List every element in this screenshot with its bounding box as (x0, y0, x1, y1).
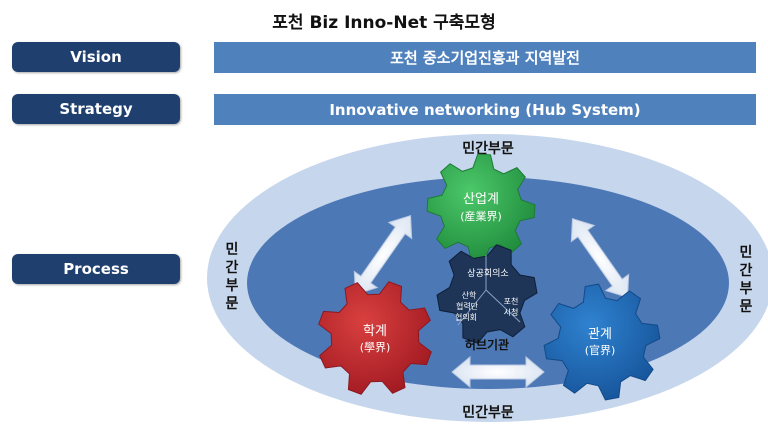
government-label: 관계 (588, 327, 612, 342)
government-gear (543, 283, 661, 401)
strategy-bar: Innovative networking (Hub System) (214, 94, 756, 125)
hub-gear (436, 244, 538, 344)
svg-text:문: 문 (740, 299, 753, 315)
industry-sublabel: (産業界) (460, 210, 502, 223)
svg-text:간: 간 (740, 262, 753, 279)
outer-label-bottom: 민간부문 (462, 404, 514, 421)
industry-label: 산업계 (463, 192, 499, 207)
outer-label-right: 민 간 부 문 (740, 244, 753, 315)
hub-right-label: 포천 시청 (504, 296, 519, 317)
svg-text:부: 부 (226, 278, 239, 294)
arrow-academia-government (451, 355, 545, 389)
svg-text:시청: 시청 (504, 308, 519, 317)
svg-text:간: 간 (226, 259, 239, 276)
page-title: 포천 Biz Inno-Net 구축모형 (272, 13, 496, 33)
industry-gear (426, 153, 536, 263)
hub-label: 허브기관 (465, 337, 509, 352)
svg-text:포천: 포천 (504, 296, 519, 306)
vision-bar: 포천 중소기업진흥과 지역발전 (214, 42, 756, 73)
svg-text:문: 문 (226, 296, 239, 312)
svg-text:협의회: 협의회 (455, 312, 477, 322)
arrow-industry-academia (353, 215, 413, 295)
hub-top-label: 상공회의소 (467, 268, 508, 279)
svg-text:부: 부 (740, 281, 753, 297)
vision-label: Vision (12, 42, 180, 72)
hub-left-label: 산학 협력단 협의회 (455, 290, 479, 322)
outer-label-left: 민 간 부 문 (226, 241, 239, 312)
svg-text:협력단: 협력단 (456, 301, 479, 311)
svg-text:산학: 산학 (462, 290, 477, 300)
academia-sublabel: (學界) (360, 341, 391, 354)
strategy-label: Strategy (12, 94, 180, 124)
svg-text:민: 민 (226, 241, 239, 258)
academia-label: 학계 (363, 324, 387, 339)
outer-label-top: 민간부문 (462, 140, 514, 157)
academia-gear (318, 281, 432, 395)
svg-text:민: 민 (740, 244, 753, 261)
government-sublabel: (官界) (585, 343, 616, 357)
hub-dividers (457, 255, 521, 326)
process-label: Process (12, 254, 180, 284)
